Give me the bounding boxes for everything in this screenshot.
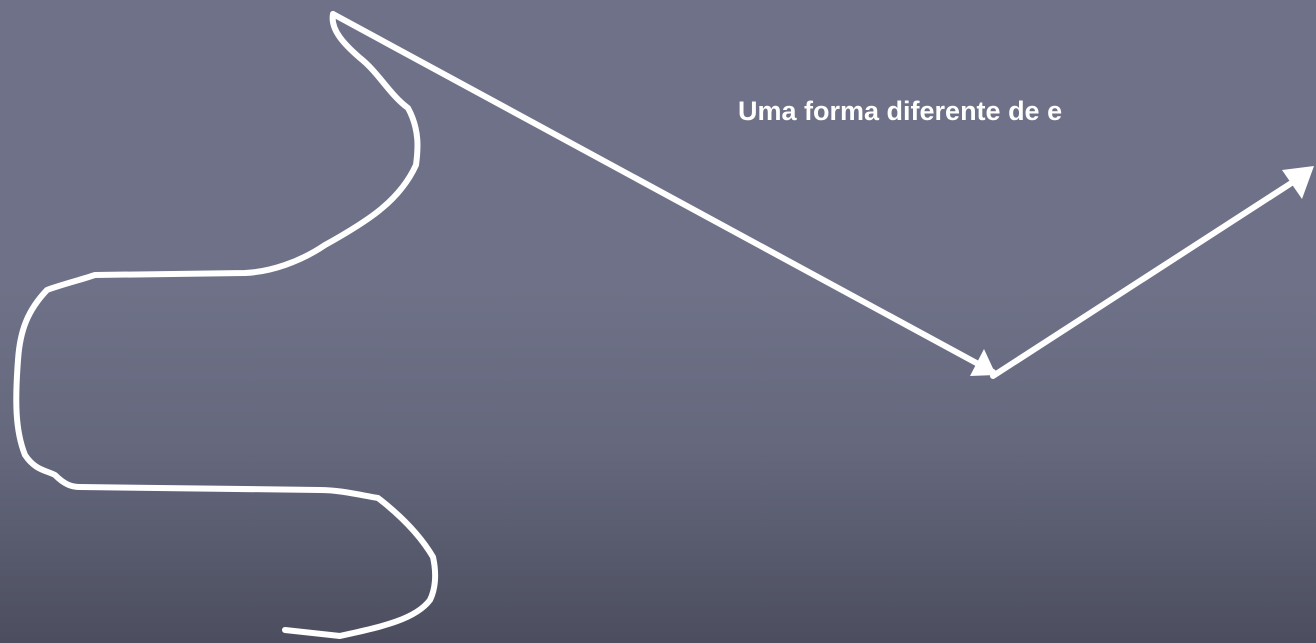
vertex-arrow-mark <box>970 349 996 376</box>
diagonal-line-down <box>330 11 996 375</box>
diagonal-line-up <box>990 179 1296 379</box>
freehand-curve <box>13 11 439 639</box>
arrowhead <box>1282 166 1314 199</box>
slide-caption: Uma forma diferente de e <box>738 96 1063 126</box>
